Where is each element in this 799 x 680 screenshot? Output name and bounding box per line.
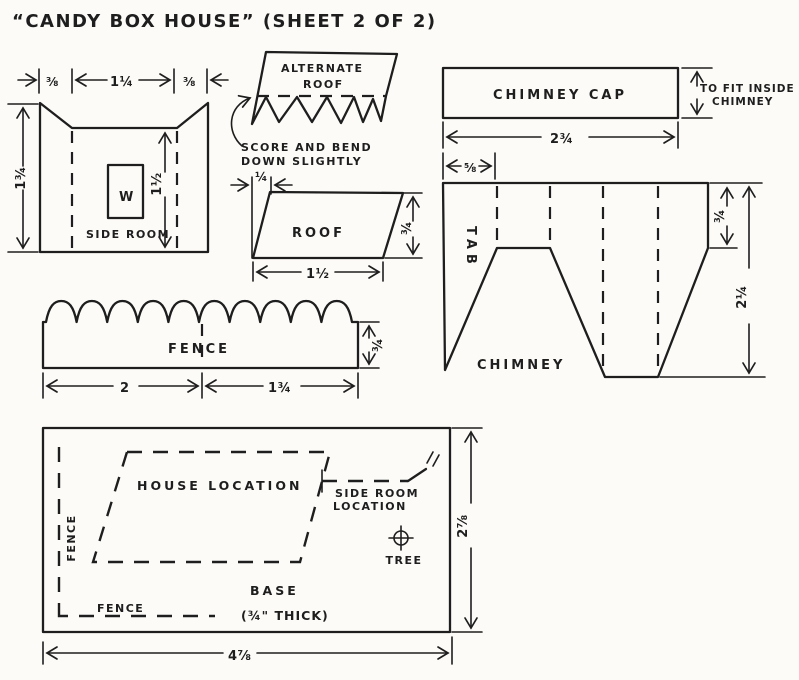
- base-fence-left-label: FENCE: [65, 514, 78, 561]
- side-room-height-dim: 1¾: [7, 103, 39, 253]
- dim-base-height: 2⅞: [456, 514, 471, 538]
- alternate-roof-piece: ALTERNATE ROOF SCORE AND BEND DOWN SLIGH…: [230, 50, 399, 168]
- dim-left-flap: ⅜: [46, 75, 58, 89]
- side-room-window-label: W: [119, 190, 136, 205]
- fence-piece: FENCE 2 1¾ ¾: [41, 299, 386, 399]
- chimney-cap-label: CHIMNEY CAP: [493, 88, 627, 103]
- score-note-line-2: DOWN SLIGHTLY: [241, 155, 362, 168]
- dim-fence-height: ¾: [371, 338, 386, 352]
- side-room-top-dims: ⅜ 1¼ ⅜: [17, 68, 229, 94]
- side-room-piece: W SIDE ROOM ⅜ 1¼ ⅜ 1¾ 1½: [7, 68, 229, 254]
- chimney-label: CHIMNEY: [477, 358, 565, 373]
- roof-label: ROOF: [292, 226, 345, 241]
- fence-bottom-dims: 2 1¾: [42, 372, 359, 399]
- chimney-piece: TAB CHIMNEY ⅝ ¾ 2¼: [441, 152, 766, 379]
- base-thickness-label: (¾" THICK): [241, 608, 329, 623]
- dim-side-room-wall: 1½: [150, 172, 165, 196]
- dim-chimney-height: 2¼: [735, 285, 750, 309]
- dim-fence-left: 2: [120, 381, 130, 396]
- dim-center-panel: 1¼: [110, 75, 134, 90]
- side-room-location-label-2: LOCATION: [333, 500, 407, 513]
- side-room-label: SIDE ROOM: [86, 228, 170, 241]
- dim-roof-width: 1½: [306, 267, 330, 282]
- base-fence-bottom-label: FENCE: [97, 602, 144, 615]
- dim-side-room-height: 1¾: [14, 166, 29, 190]
- house-location-label: HOUSE LOCATION: [137, 478, 302, 493]
- dim-roof-offset: ¼: [255, 170, 267, 184]
- chimney-tab-dim: ⅝: [442, 152, 496, 180]
- alternate-roof-label-1: ALTERNATE: [281, 62, 364, 75]
- chimney-cap-note-2: CHIMNEY: [712, 96, 773, 108]
- chimney-tab-label: TAB: [463, 226, 478, 269]
- base-fence-line-bottom: [57, 610, 215, 618]
- roof-width-dim: 1½: [252, 261, 384, 282]
- base-label: BASE: [250, 583, 299, 598]
- tree-symbol: TREE: [385, 525, 422, 567]
- roof-piece: ROOF ¼ ¾ 1½: [230, 170, 423, 282]
- fence-label: FENCE: [168, 342, 230, 357]
- side-room-location-label-1: SIDE ROOM: [335, 487, 419, 500]
- base-width-dim: 4⅞: [42, 636, 453, 665]
- dim-chimney-tab: ⅝: [464, 161, 476, 175]
- dim-fence-right: 1¾: [268, 381, 292, 396]
- roof-height-dim: ¾: [384, 192, 423, 259]
- score-note-arrow: [230, 94, 252, 147]
- chimney-height-dim: 2¼: [659, 185, 766, 378]
- side-room-location: SIDE ROOM LOCATION: [321, 451, 440, 513]
- dim-chimney-cap-width: 2¾: [550, 132, 574, 147]
- chimney-cap-piece: CHIMNEY CAP 2¾ TO FIT INSIDE CHIMNEY: [441, 66, 795, 149]
- chimney-fold-depth-dim: ¾: [709, 182, 763, 249]
- sheet-title: “CANDY BOX HOUSE” (SHEET 2 OF 2): [12, 11, 437, 32]
- house-location-outline: [91, 450, 332, 564]
- dim-chimney-fold-depth: ¾: [713, 209, 728, 223]
- roof-offset-dim: ¼: [230, 170, 293, 259]
- dim-right-flap: ⅜: [183, 75, 195, 89]
- fence-height-dim: ¾: [359, 321, 386, 369]
- base-height-dim: 2⅞: [451, 427, 483, 633]
- side-room-wall-dim: 1½: [150, 131, 172, 249]
- score-note-line-1: SCORE AND BEND: [241, 141, 372, 154]
- alternate-roof-label-2: ROOF: [303, 78, 344, 91]
- tree-label: TREE: [385, 554, 422, 567]
- chimney-cap-width-dim: 2¾: [442, 121, 679, 149]
- chimney-cap-note-1: TO FIT INSIDE: [700, 83, 795, 95]
- dim-roof-height: ¾: [400, 221, 415, 235]
- dim-base-width: 4⅞: [228, 649, 252, 664]
- base-piece: FENCE FENCE HOUSE LOCATION SIDE ROOM LOC…: [41, 426, 483, 665]
- chimney-cap-note: TO FIT INSIDE CHIMNEY: [681, 67, 795, 119]
